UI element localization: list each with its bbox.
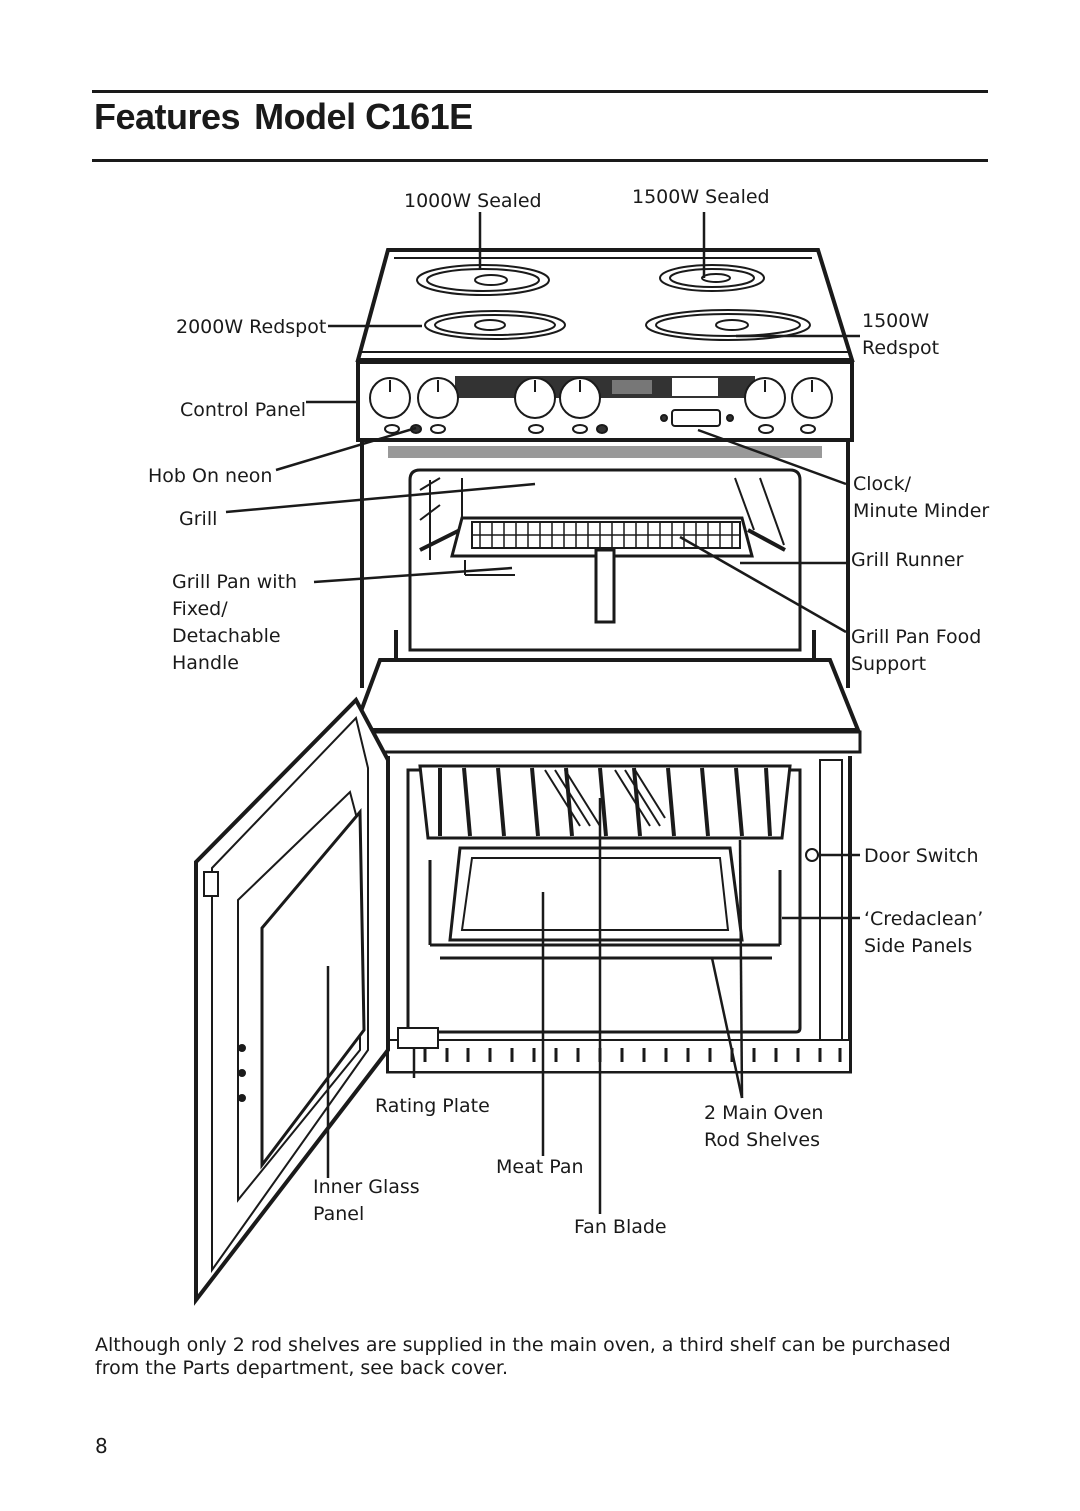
label-1500w-redspot: 1500W Redspot [862, 308, 939, 362]
label-hob-on-neon: Hob On neon [148, 465, 273, 487]
label-grill-runner: Grill Runner [851, 549, 964, 571]
grill-pan-handle [594, 548, 616, 624]
control-knobs [369, 377, 833, 419]
door-switch [805, 848, 819, 862]
label-grill-pan-line1: Grill Pan with [172, 571, 298, 593]
page-title: Features Model C161E [94, 96, 473, 138]
label-inner-glass-line2: Panel [313, 1203, 365, 1225]
label-grill: Grill [179, 508, 218, 530]
hob [355, 248, 855, 362]
leader-lines [225, 212, 860, 1214]
label-control-panel: Control Panel [180, 399, 306, 421]
label-rating-plate: Rating Plate [375, 1095, 490, 1117]
page-number: 8 [95, 1434, 108, 1458]
title-model: Model C161E [254, 96, 473, 137]
title-underline-rule [92, 159, 988, 162]
label-food-support-line1: Grill Pan Food [851, 626, 982, 648]
label-meat-pan: Meat Pan [496, 1156, 584, 1178]
label-clock-line2: Minute Minder [853, 500, 990, 522]
grill-runner-right [734, 477, 785, 546]
clock-display [660, 409, 734, 427]
hotplate-1000w-sealed [416, 264, 550, 296]
rating-plate [397, 1027, 439, 1049]
title-features: Features [94, 96, 241, 137]
label-inner-glass-line1: Inner Glass [313, 1176, 420, 1198]
label-credaclean-line1: ‘Credaclean’ [864, 908, 984, 930]
lower-rod-shelf [428, 860, 782, 960]
label-1500w-sealed: 1500W Sealed [632, 186, 770, 208]
inner-glass-panel [260, 807, 366, 1170]
label-clock: Clock/ Minute Minder [853, 471, 989, 525]
grill-door [338, 658, 862, 754]
label-food-support-line2: Support [851, 653, 927, 675]
label-1500w-redspot-line1: 1500W [862, 310, 930, 332]
label-grill-pan-line3: Detachable [172, 625, 281, 647]
label-grill-pan: Grill Pan with Fixed/ Detachable Handle [172, 569, 297, 677]
label-2000w-redspot: 2000W Redspot [176, 316, 327, 338]
label-grill-pan-food-support: Grill Pan Food Support [851, 624, 981, 678]
label-clock-line1: Clock/ [853, 473, 912, 495]
main-oven [406, 759, 843, 1041]
label-main-oven-shelves: 2 Main Oven Rod Shelves [704, 1100, 823, 1154]
label-credaclean: ‘Credaclean’ Side Panels [864, 906, 983, 960]
label-1500w-redspot-line2: Redspot [862, 337, 940, 359]
top-rule [92, 90, 988, 93]
hotplate-1500w-redspot [645, 309, 811, 341]
label-inner-glass-panel: Inner Glass Panel [313, 1174, 420, 1228]
main-oven-door [194, 696, 390, 1306]
label-main-oven-line1: 2 Main Oven [704, 1102, 824, 1124]
grill-compartment [388, 446, 822, 680]
fan-cover [544, 769, 666, 827]
label-grill-pan-line4: Handle [172, 652, 240, 674]
hotplate-1500w-sealed [659, 264, 765, 292]
meat-pan [448, 846, 744, 942]
control-panel [356, 360, 854, 442]
label-door-switch: Door Switch [864, 845, 979, 867]
footnote-text: Although only 2 rod shelves are supplied… [95, 1334, 951, 1379]
grill-pan [450, 516, 754, 576]
hotplate-2000w-redspot [424, 310, 566, 340]
upper-rod-shelf [418, 764, 792, 840]
label-fan-blade: Fan Blade [574, 1216, 667, 1238]
cooker-body [360, 440, 852, 1074]
label-1000w-sealed: 1000W Sealed [404, 190, 542, 212]
label-credaclean-line2: Side Panels [864, 935, 973, 957]
label-main-oven-line2: Rod Shelves [704, 1129, 820, 1151]
label-grill-pan-line2: Fixed/ [172, 598, 228, 620]
